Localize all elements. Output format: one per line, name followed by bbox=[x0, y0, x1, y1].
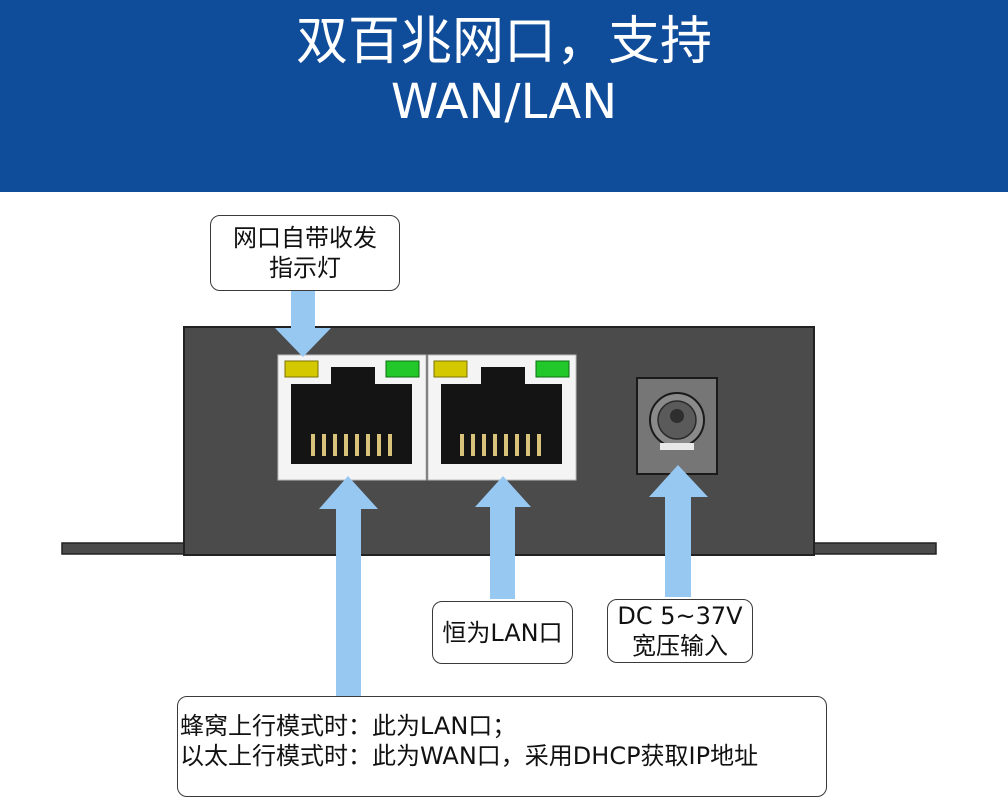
arrow-to-port-2 bbox=[475, 476, 531, 599]
led-green bbox=[385, 360, 420, 378]
callout-line: 宽压输入 bbox=[632, 632, 728, 660]
callout-line: 恒为LAN口 bbox=[442, 619, 563, 647]
callout-power-input: DC 5~37V 宽压输入 bbox=[607, 599, 753, 663]
callout-indicator-lights: 网口自带收发 指示灯 bbox=[210, 215, 400, 291]
dc-power-jack bbox=[636, 377, 718, 475]
rj45-port-1 bbox=[277, 354, 427, 481]
arrow-to-led bbox=[275, 290, 331, 357]
mounting-flange-right bbox=[811, 542, 937, 555]
page-title: 双百兆网口，支持 bbox=[295, 12, 712, 72]
contact-pins bbox=[460, 434, 541, 456]
mounting-flange-left bbox=[61, 542, 187, 555]
contact-pins bbox=[311, 434, 392, 456]
page-subtitle: WAN/LAN bbox=[390, 74, 618, 130]
header-banner: 双百兆网口，支持 WAN/LAN bbox=[0, 0, 1008, 192]
callout-line: DC 5~37V bbox=[617, 602, 743, 630]
callout-lan-port: 恒为LAN口 bbox=[432, 601, 573, 664]
callout-wan-lan-mode: 蜂窝上行模式时：此为LAN口； 以太上行模式时：此为WAN口，采用DHCP获取I… bbox=[177, 696, 827, 797]
port-socket bbox=[291, 367, 412, 464]
callout-line: 蜂窝上行模式时：此为LAN口； bbox=[180, 712, 517, 740]
led-yellow bbox=[284, 360, 319, 378]
arrow-to-port-1 bbox=[319, 476, 378, 697]
led-yellow bbox=[433, 360, 468, 378]
callout-line: 网口自带收发 bbox=[233, 224, 377, 252]
rj45-port-2 bbox=[427, 354, 577, 481]
led-green bbox=[535, 360, 570, 378]
arrow-to-power-jack bbox=[649, 465, 708, 597]
callout-line: 指示灯 bbox=[269, 254, 341, 282]
callout-line: 以太上行模式时：此为WAN口，采用DHCP获取IP地址 bbox=[180, 742, 759, 770]
